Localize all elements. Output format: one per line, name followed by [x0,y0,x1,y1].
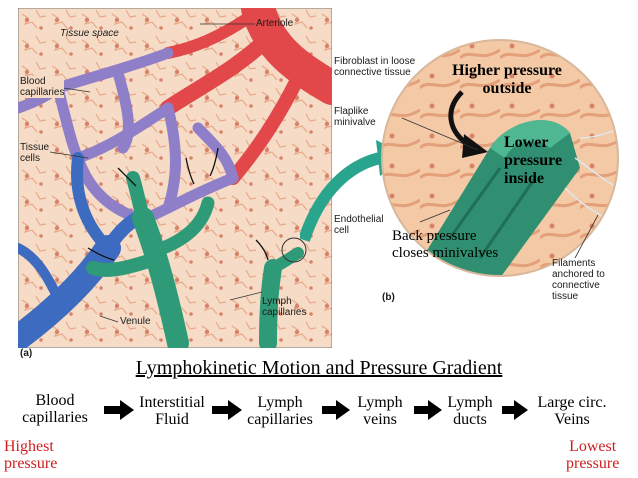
panel-a-illustration [5,0,349,354]
flow-step-lymph-ducts: Lymph ducts [447,394,493,428]
flow-arrow-3 [322,400,350,420]
tissue-cells-label: Tissue cells [20,142,50,164]
back-pressure-annotation: Back pressure closes minivalves [392,228,499,261]
minivalve-magnified-illustration [381,39,619,277]
blood-capillaries-label: Blood capillaries [20,76,65,98]
arteriole-vessel [160,0,349,185]
endothelial-cell-label: Endothelial cell [334,214,384,236]
venule-label: Venule [120,316,151,327]
lower-pressure-annotation: Lower pressure inside [504,134,563,187]
flow-arrows-row [104,400,528,420]
filaments-label: Filaments anchored to connective tissue [552,258,605,302]
flow-arrow-2 [212,400,242,420]
panel-a-label: (a) [20,348,33,359]
higher-pressure-annotation: Higher pressure outside [452,62,562,97]
lymph-capillaries-label: Lymph capillaries [262,296,307,318]
flow-step-lymph-capillaries: Lymph capillaries [247,394,313,428]
flow-step-large-circ-veins: Large circ. Veins [537,394,607,428]
panel-b-illustration [380,38,620,278]
flow-arrows [87,147,269,261]
flow-arrow-1 [104,400,134,420]
tissue-space-label: Tissue space [60,28,119,39]
flow-step-blood-capillaries: Blood capillaries [22,392,88,426]
lymph-capillary-network [86,171,304,354]
flow-arrow-5 [502,400,528,420]
pressure-flow-arrow [448,90,488,158]
arteriole-label: Arteriole [256,18,294,29]
flow-step-lymph-veins: Lymph veins [357,394,403,428]
flow-arrow-4 [414,400,442,420]
highest-pressure-label: Highest pressure [4,438,58,472]
lowest-pressure-label: Lowest pressure [566,438,620,472]
fibroblast-label: Fibroblast in loose connective tissue [334,56,416,78]
capillary-bed-illustration [5,0,349,354]
flaplike-minivalve-label: Flaplike minivalve [334,106,376,128]
panel-b-label: (b) [382,292,395,303]
diagram-title: Lymphokinetic Motion and Pressure Gradie… [135,357,503,379]
flow-step-interstitial-fluid: Interstitial Fluid [139,394,205,428]
